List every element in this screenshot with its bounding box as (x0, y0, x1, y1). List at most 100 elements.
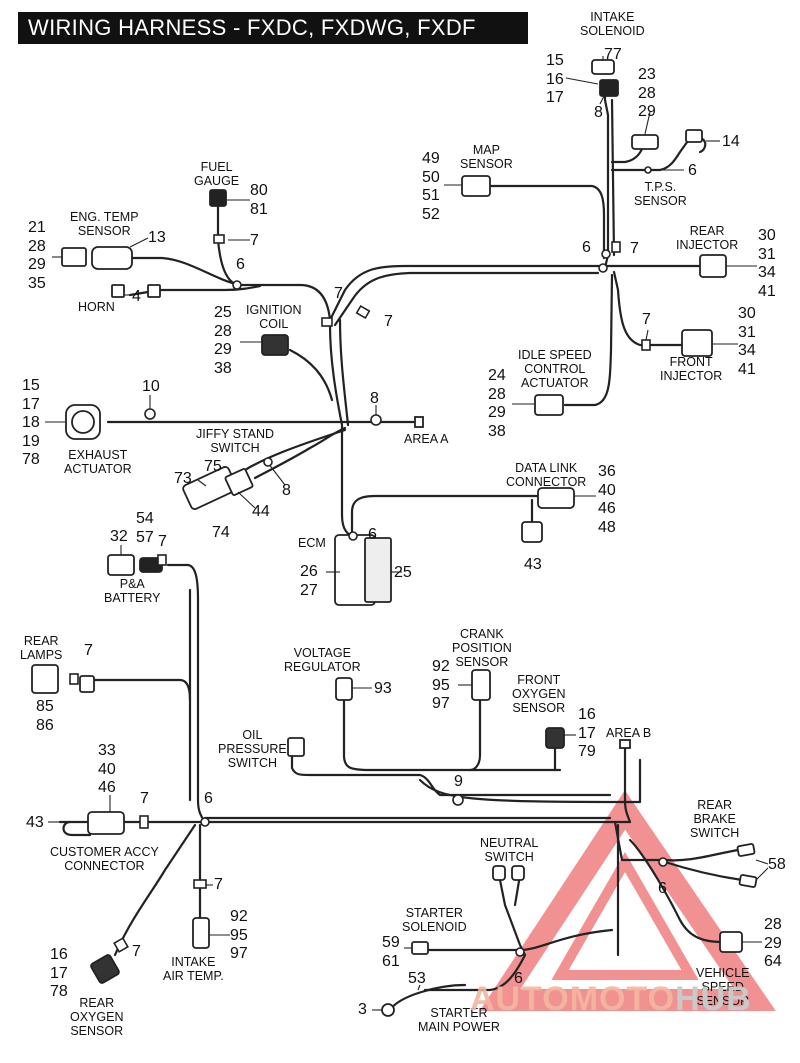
exhaust-actuator-ring (71, 410, 95, 434)
tie-tps-6 (644, 166, 652, 174)
tps-sensor-plug (685, 129, 703, 143)
callout-accy-7: 7 (140, 790, 149, 807)
area-b-end (619, 739, 631, 749)
label-horn: HORN (78, 300, 115, 314)
leader-15-17 (565, 77, 599, 85)
ecm-connector (364, 537, 392, 603)
callout-starter-3: 3 (358, 1001, 367, 1018)
label-tps-sensor: T.P.S.SENSOR (634, 180, 687, 208)
callout-brake-6: 6 (658, 880, 667, 897)
label-area-a: AREA A (404, 432, 449, 446)
wire-vr (342, 693, 562, 772)
tie-ecm-6 (348, 531, 358, 541)
wire-map (488, 184, 606, 260)
callout-pa-32: 32 (110, 528, 128, 545)
callout-vr-93: 93 (374, 680, 392, 697)
callout-area-a-8: 8 (370, 390, 379, 407)
watermark-triangle (479, 790, 776, 1011)
clip-junction-7 (611, 241, 621, 253)
leader-starter-53 (417, 984, 421, 991)
wire-trunk-2 (338, 318, 350, 427)
callout-jiffy-44: 44 (252, 503, 270, 520)
rear-brake-terminal-b (738, 874, 758, 888)
callout-junction-6: 6 (582, 239, 591, 256)
map-sensor-connector (461, 175, 491, 197)
rear-oxygen-connector (90, 954, 120, 984)
wire-neutral (498, 878, 527, 957)
area-a-end (414, 416, 424, 428)
rear-lamps-plug (79, 675, 95, 693)
callout-center-7b: 7 (384, 313, 393, 330)
wire-front-inj (612, 270, 692, 347)
callout-jiffy-74: 74 (212, 524, 230, 541)
ignition-coil-connector (261, 334, 289, 356)
callout-jiffy-75: 75 (204, 458, 222, 475)
wire-horn (158, 284, 262, 292)
callout-accy-43: 43 (26, 814, 44, 831)
callout-77: 77 (604, 46, 622, 63)
tie-main-junction (598, 263, 608, 273)
callout-data-link-43: 43 (524, 556, 542, 573)
callout-brake-58: 58 (768, 856, 786, 873)
tie-harness-6 (232, 280, 242, 290)
wire-vss (628, 838, 724, 944)
eng-temp-sensor-body (91, 246, 133, 270)
intake-solenoid-connector (599, 79, 619, 97)
clip-rear-o2-7 (113, 937, 129, 953)
callout-exhaust-10: 10 (142, 378, 160, 395)
tps-connector (631, 134, 659, 150)
clip-pa-7 (157, 554, 167, 566)
fuel-gauge-connector (209, 189, 227, 207)
vehicle-speed-connector (719, 931, 743, 953)
watermark: AUTOMOTOHUB (470, 980, 752, 1018)
leader-tps-23 (644, 111, 651, 135)
front-injector-connector (681, 329, 713, 357)
clip-lamps-7 (69, 673, 79, 685)
callout-main-6: 6 (204, 790, 213, 807)
callout-starter-53: 53 (408, 970, 426, 987)
jiffy-stand-connector (224, 468, 254, 496)
tie-main-6 (200, 817, 210, 827)
callout-ecm-6: 6 (368, 526, 377, 543)
idle-speed-connector (534, 394, 564, 416)
wire-starter-loop (388, 983, 467, 1012)
leader-13 (129, 237, 149, 248)
wire-brake-2 (663, 860, 744, 882)
rear-brake-terminal-a (736, 843, 756, 857)
wire-intake-main (603, 83, 610, 270)
title-box (18, 12, 528, 44)
leader-front-inj-7 (645, 329, 649, 341)
wire-main-upper (328, 264, 702, 322)
pa-battery-connector (107, 554, 135, 576)
leader-8-intake (599, 95, 605, 105)
oil-pressure-switch (287, 737, 305, 757)
callout-starter-6: 6 (514, 970, 523, 987)
callout-oil-9: 9 (454, 773, 463, 790)
intake-air-temp-connector (192, 917, 210, 949)
wire-starter-main (423, 953, 527, 992)
clip-front-inj-7 (641, 339, 651, 351)
wire-coil (288, 348, 334, 402)
